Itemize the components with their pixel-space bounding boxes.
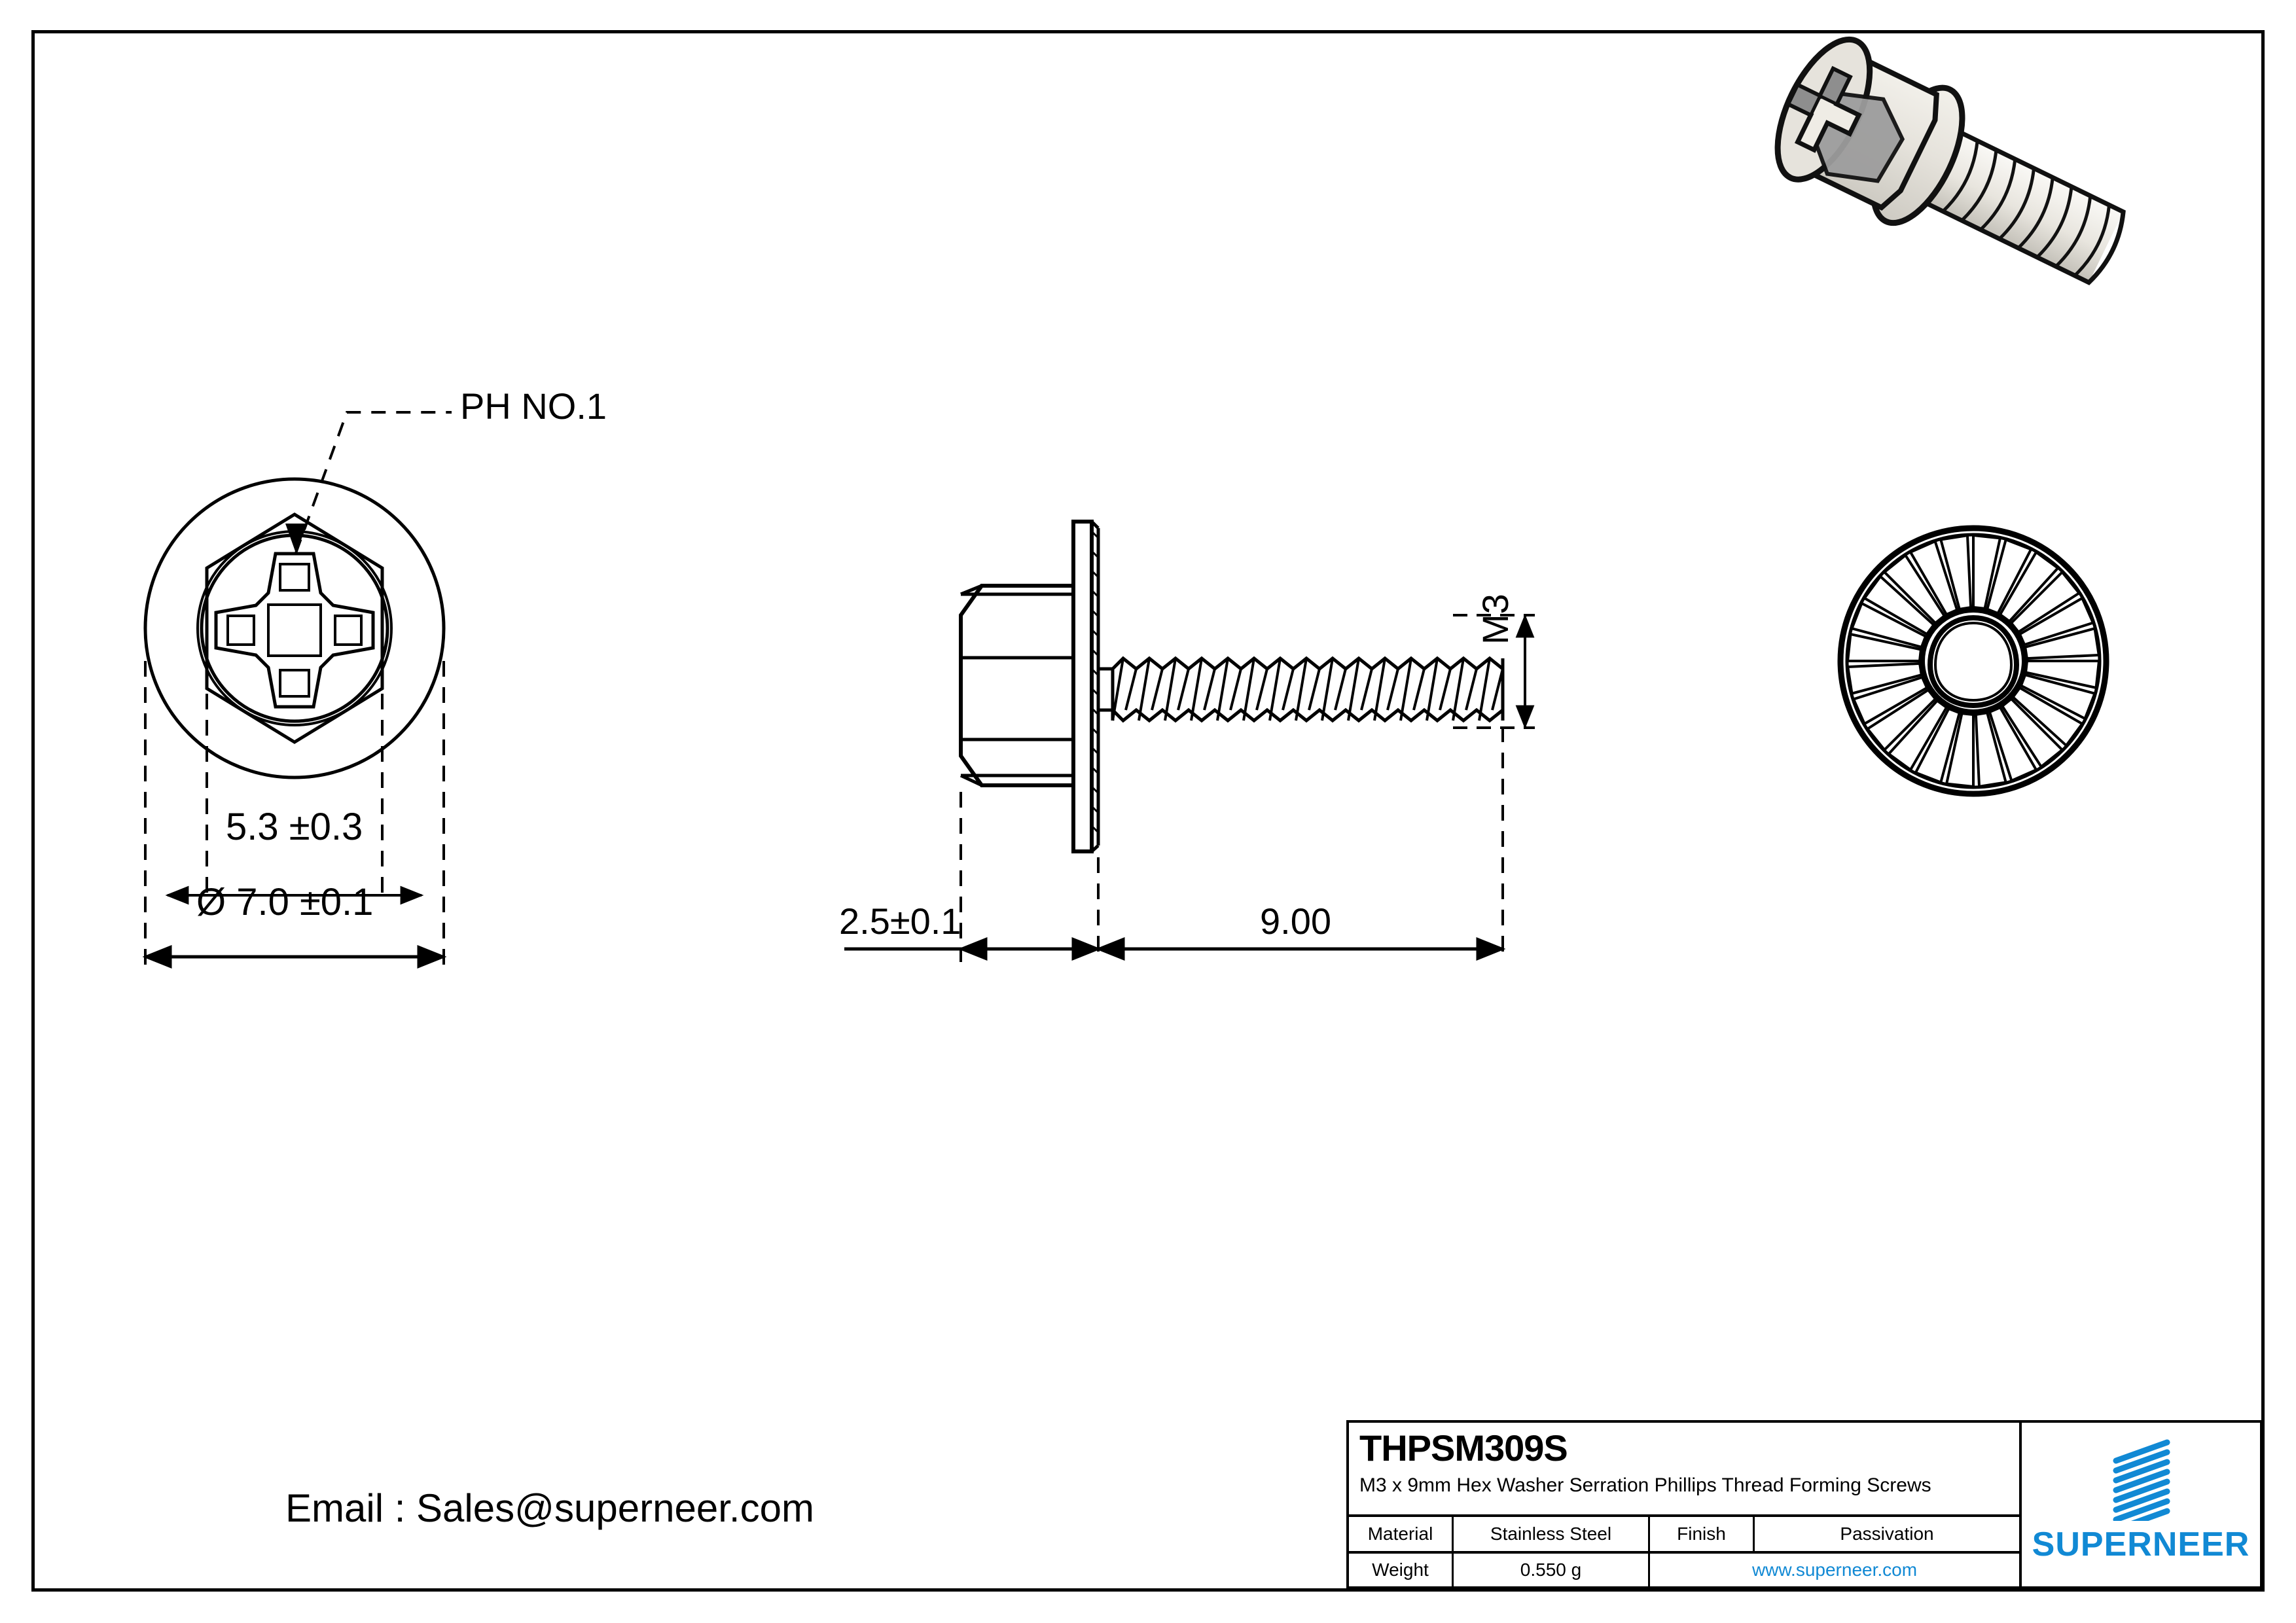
- part-number: THPSM309S: [1359, 1427, 1568, 1469]
- dim-label-thread-length: 9.00: [1260, 901, 1331, 942]
- material-label: Material: [1349, 1517, 1454, 1551]
- part-description: M3 x 9mm Hex Washer Serration Phillips T…: [1359, 1474, 1931, 1496]
- superneer-logo-icon: [2113, 1439, 2170, 1521]
- material-value: Stainless Steel: [1454, 1517, 1650, 1551]
- dim-label-flange-diameter: Ø 7.0 ±0.1: [196, 881, 374, 923]
- weight-value: 0.550 g: [1454, 1554, 1650, 1586]
- finish-value: Passivation: [1840, 1524, 1934, 1544]
- brand-panel: SUPERNEER: [2022, 1423, 2260, 1586]
- website-link[interactable]: www.superneer.com: [1751, 1560, 1918, 1580]
- title-block: THPSM309S M3 x 9mm Hex Washer Serration …: [1346, 1420, 2263, 1589]
- dim-label-across-flats: 5.3 ±0.3: [226, 806, 363, 848]
- contact-email-line: Email : Sales@superneer.com: [285, 1486, 814, 1530]
- title-block-header: THPSM309S M3 x 9mm Hex Washer Serration …: [1349, 1423, 2019, 1517]
- dim-label-thread-size: M3: [1475, 594, 1516, 645]
- finish-label: Finish: [1650, 1517, 1755, 1551]
- title-block-info: THPSM309S M3 x 9mm Hex Washer Serration …: [1349, 1423, 2022, 1586]
- dim-label-head-height: 2.5±0.1: [839, 901, 961, 942]
- ph-no1-callout: PH NO.1: [460, 385, 607, 427]
- brand-wordmark: SUPERNEER: [2032, 1525, 2250, 1563]
- drawing-frame-border: [31, 30, 2265, 1592]
- title-block-row-weight: Weight 0.550 g www.superneer.com: [1349, 1554, 2019, 1586]
- weight-label: Weight: [1349, 1554, 1454, 1586]
- title-block-row-material: Material Stainless Steel Finish Passivat…: [1349, 1517, 2019, 1554]
